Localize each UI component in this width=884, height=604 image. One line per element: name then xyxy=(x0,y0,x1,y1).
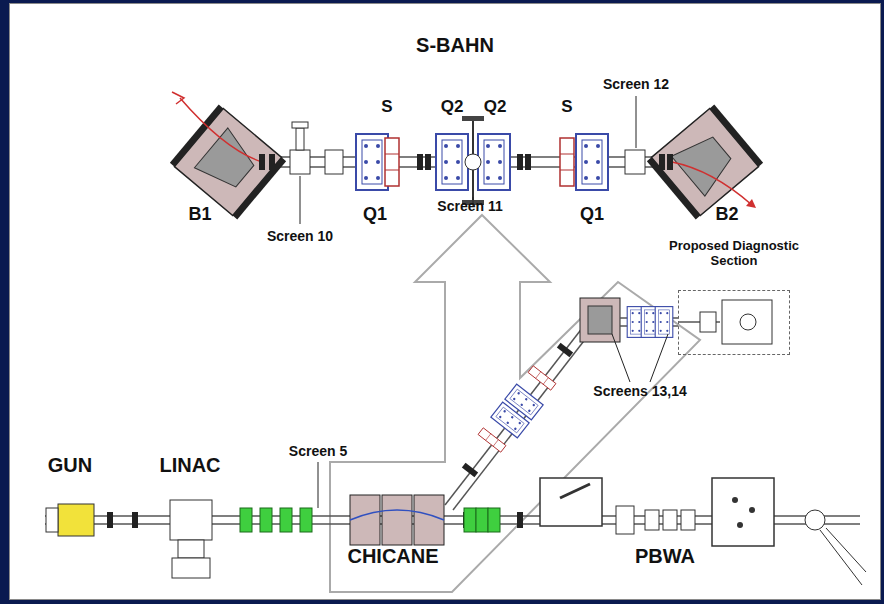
section-heading: Proposed Diagnostic Section xyxy=(649,238,819,269)
component-label: Screen 10 xyxy=(267,229,333,244)
component-label: PBWA xyxy=(635,545,695,567)
component-label: Q2 xyxy=(441,98,464,117)
component-label: Q1 xyxy=(363,205,387,225)
component-label: Screens 13,14 xyxy=(593,384,686,399)
component-label: S-BAHN xyxy=(416,34,494,56)
component-label: S xyxy=(561,98,572,117)
component-label: GUN xyxy=(48,454,92,476)
component-label: LINAC xyxy=(159,454,220,476)
component-label: Screen 12 xyxy=(603,77,669,92)
component-label: Q1 xyxy=(580,205,604,225)
component-label: Screen 5 xyxy=(289,444,347,459)
component-label: B1 xyxy=(188,205,211,225)
component-label: S xyxy=(381,98,392,117)
dashed-section-box: Proposed Diagnostic Section xyxy=(678,290,790,355)
component-label: Screen 11 xyxy=(437,199,502,214)
component-label: B2 xyxy=(715,205,738,225)
component-label: CHICANE xyxy=(347,545,438,567)
component-label: Q2 xyxy=(484,98,507,117)
